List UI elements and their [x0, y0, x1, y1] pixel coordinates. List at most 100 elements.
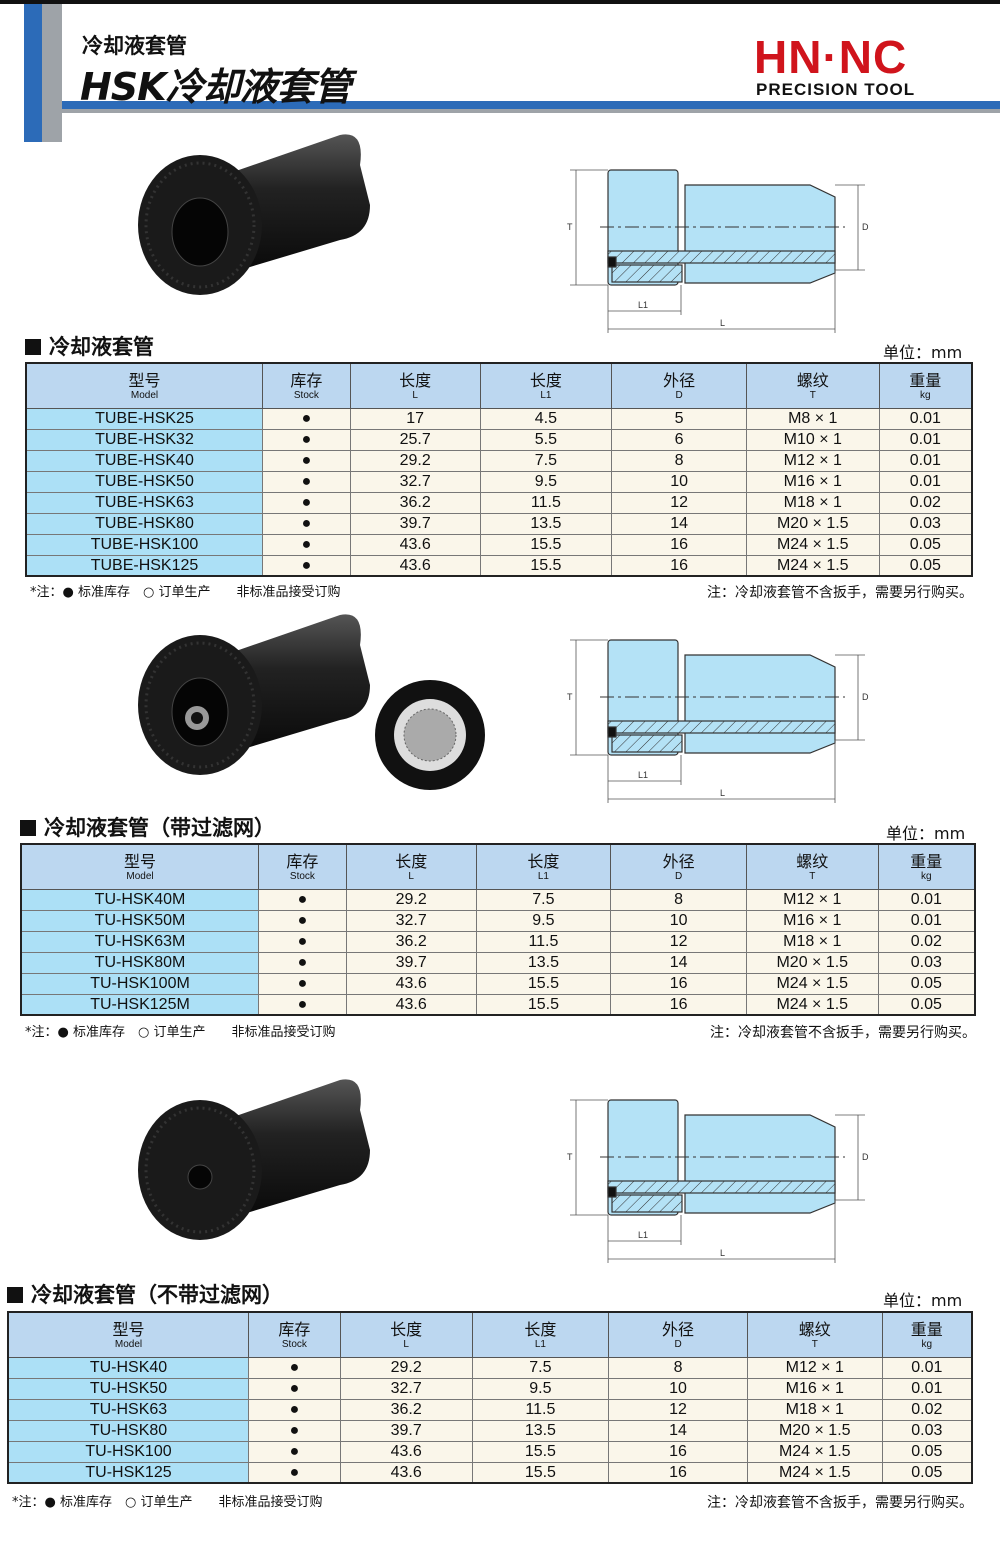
- table-cell: 16: [611, 533, 747, 556]
- model-cell: TU-HSK40M: [20, 888, 260, 911]
- brand-logo: HN·NC: [754, 31, 908, 83]
- table-cell: 14: [610, 951, 747, 974]
- column-header-sub: Model: [114, 1339, 143, 1351]
- table-cell: M16 × 1: [745, 470, 880, 493]
- table-cell: 7.5: [475, 888, 612, 911]
- table-cell: ●: [262, 407, 351, 430]
- section-title: 冷却液套管: [25, 331, 154, 361]
- table-cell: 13.5: [471, 1419, 610, 1442]
- section-title-text: 冷却液套管: [49, 335, 154, 359]
- label-T: T: [567, 222, 573, 232]
- table-cell: 5.5: [479, 428, 613, 451]
- table-cell: 0.05: [877, 972, 976, 995]
- table-cell: 4.5: [479, 407, 613, 430]
- accent-bar-gray: [42, 4, 62, 142]
- model-cell: TU-HSK100: [7, 1440, 249, 1463]
- table-cell: 13.5: [479, 512, 613, 535]
- table-cell: 36.2: [345, 930, 477, 953]
- label-T: T: [567, 692, 573, 702]
- table-cell: 0.01: [881, 1356, 973, 1379]
- model-cell: TUBE-HSK100: [25, 533, 263, 556]
- bullet-square: [25, 339, 41, 355]
- table-cell: 8: [608, 1356, 748, 1379]
- table-cell: M12 × 1: [746, 1356, 883, 1379]
- table-cell: 11.5: [471, 1398, 610, 1421]
- table-cell: 5: [611, 407, 747, 430]
- table-cell: 36.2: [349, 491, 481, 514]
- table-cell: 43.6: [349, 554, 481, 577]
- table-cell: 10: [608, 1377, 748, 1400]
- label-D: D: [862, 692, 869, 702]
- model-cell: TUBE-HSK50: [25, 470, 263, 493]
- table-cell: 15.5: [471, 1440, 610, 1463]
- table-cell: 10: [611, 470, 747, 493]
- column-header-sub: T: [809, 390, 816, 402]
- table-cell: 0.02: [881, 1398, 973, 1421]
- bullet-square: [7, 1287, 23, 1303]
- label-L1: L1: [638, 1230, 648, 1240]
- model-cell: TU-HSK63: [7, 1398, 249, 1421]
- table-cell: ●: [262, 533, 351, 556]
- model-cell: TU-HSK125: [7, 1461, 249, 1484]
- table-cell: 15.5: [471, 1461, 610, 1484]
- table-cell: ●: [258, 951, 347, 974]
- table-cell: M10 × 1: [745, 428, 880, 451]
- model-cell: TU-HSK125M: [20, 993, 260, 1016]
- column-header-sub: L: [403, 1339, 409, 1351]
- model-cell: TUBE-HSK32: [25, 428, 263, 451]
- header-rule-gray: [62, 109, 1000, 113]
- model-cell: TUBE-HSK25: [25, 407, 263, 430]
- wrench-note: 注：冷却液套管不含扳手，需要另行购买。: [707, 1495, 973, 1511]
- table-cell: M24 × 1.5: [745, 554, 880, 577]
- table-cell: ●: [262, 470, 351, 493]
- model-cell: TUBE-HSK80: [25, 512, 263, 535]
- column-header-sub: Stock: [293, 390, 319, 402]
- table-cell: 16: [608, 1461, 748, 1484]
- table-cell: 12: [611, 491, 747, 514]
- table-cell: 15.5: [475, 972, 612, 995]
- model-cell: TU-HSK80: [7, 1419, 249, 1442]
- table-cell: 32.7: [339, 1377, 473, 1400]
- table-cell: 8: [610, 888, 747, 911]
- table-cell: M24 × 1.5: [746, 1440, 883, 1463]
- column-header-sub: L1: [534, 1339, 546, 1351]
- table-cell: 29.2: [349, 449, 481, 472]
- model-cell: TUBE-HSK125: [25, 554, 263, 577]
- table-cell: M20 × 1.5: [745, 512, 880, 535]
- label-L1: L1: [638, 770, 648, 780]
- table-cell: ●: [262, 512, 351, 535]
- table-cell: 15.5: [479, 554, 613, 577]
- table-cell: 29.2: [345, 888, 477, 911]
- table-cell: ●: [258, 972, 347, 995]
- column-header-sub: Stock: [289, 871, 315, 883]
- table-cell: M24 × 1.5: [745, 533, 880, 556]
- column-header-sub: L: [408, 871, 414, 883]
- model-cell: TU-HSK40: [7, 1356, 249, 1379]
- table-cell: 0.05: [878, 554, 973, 577]
- table-cell: 12: [610, 930, 747, 953]
- wrench-note: 注：冷却液套管不含扳手，需要另行购买。: [707, 585, 973, 601]
- column-header-sub: kg: [921, 1339, 933, 1351]
